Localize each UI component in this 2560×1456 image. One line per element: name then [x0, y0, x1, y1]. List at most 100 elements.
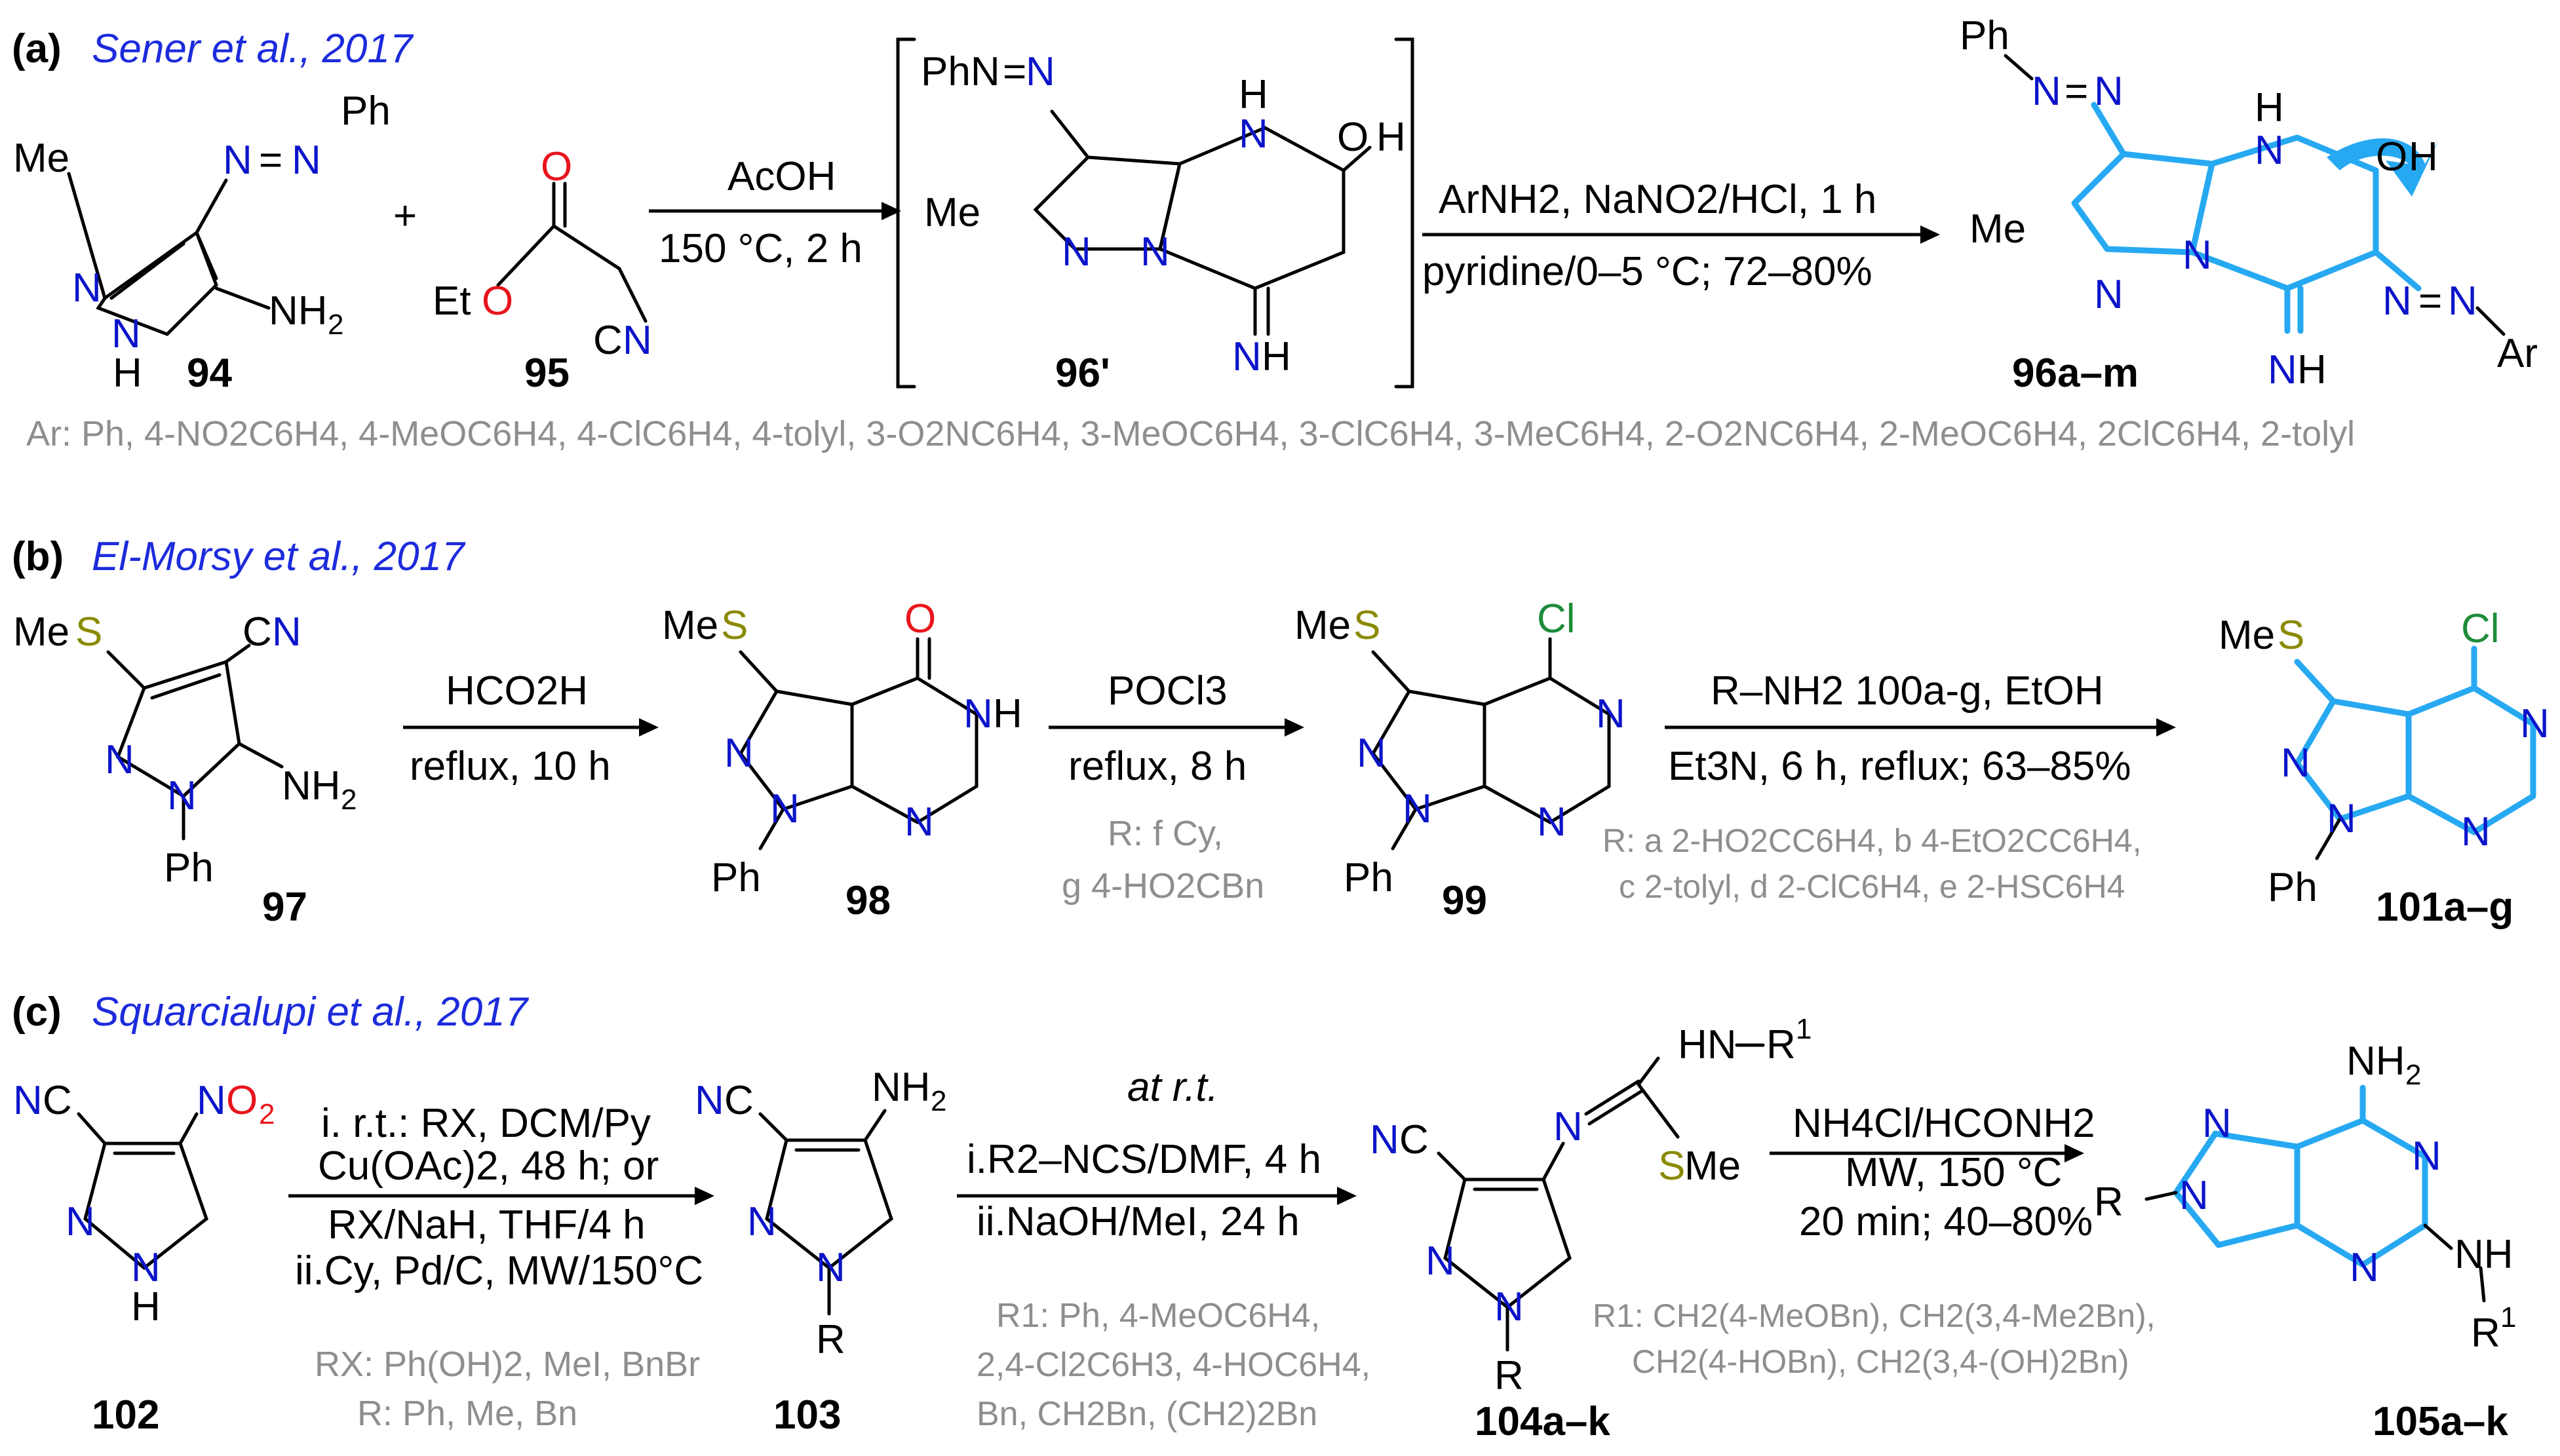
cond-b2-bottom: reflux, 8 h: [1068, 744, 1247, 789]
cond-b1-top: HCO2H: [446, 668, 588, 714]
svg-text:R: R: [1494, 1353, 1524, 1398]
svg-text:N: N: [111, 311, 141, 356]
compound-105ak-label: 105a–k: [2373, 1399, 2508, 1444]
cond-c1-line1: i. r.t.: RX, DCM/Py: [321, 1101, 651, 1146]
svg-text:H: H: [2409, 134, 2438, 180]
compound-102-structure: N C N O 2 N N H: [13, 1078, 275, 1330]
svg-text:Cl: Cl: [1537, 596, 1576, 642]
svg-text:N: N: [131, 1245, 161, 1290]
svg-text:N: N: [1026, 49, 1055, 94]
svg-text:NH: NH: [2346, 1039, 2405, 1084]
compound-98-structure: Me S O N H N N N Ph: [662, 596, 1022, 900]
compound-104ak-label: 104a–k: [1475, 1399, 1610, 1444]
svg-text:Me: Me: [1969, 206, 2026, 252]
svg-text:N: N: [695, 1078, 724, 1123]
svg-text:2: 2: [931, 1085, 946, 1117]
svg-text:N: N: [1357, 731, 1386, 776]
panel-a-label: (a): [12, 26, 62, 71]
svg-text:N: N: [66, 1199, 95, 1244]
svg-text:R: R: [2094, 1179, 2124, 1225]
svg-text:N: N: [105, 737, 134, 782]
cond-c1-line3: RX/NaH, THF/4 h: [328, 1202, 646, 1248]
svg-text:N: N: [2327, 796, 2356, 841]
compound-103-label: 103: [773, 1392, 841, 1438]
cond-a2-bottom: pyridine/0–5 °C; 72–80%: [1422, 249, 1872, 294]
cond-a1-top: AcOH: [727, 154, 836, 199]
panel-c-r1-line1: R1: Ph, 4-MeOC6H4,: [996, 1297, 1320, 1335]
svg-text:Ph: Ph: [711, 855, 761, 900]
panel-a-substituents: Ar: Ph, 4-NO2C6H4, 4-MeOC6H4, 4-ClC6H4, …: [26, 414, 2355, 453]
panel-a: (a) Sener et al., 2017 Me N = N Ph N N H…: [12, 13, 2538, 453]
panel-c-citation: Squarcialupi et al., 2017: [92, 989, 530, 1035]
svg-text:Ph: Ph: [164, 845, 214, 891]
svg-text:+: +: [393, 193, 417, 239]
svg-text:N: N: [2382, 278, 2412, 324]
cond-a1-bottom: 150 °C, 2 h: [659, 226, 863, 271]
svg-text:R: R: [816, 1317, 845, 1362]
svg-text:H: H: [1239, 72, 1268, 117]
svg-text:2: 2: [259, 1098, 275, 1130]
svg-text:=: =: [2418, 278, 2442, 324]
svg-text:O: O: [904, 596, 936, 642]
bracket-right: [1394, 37, 1414, 389]
compound-101ag-structure: Me S Cl N N N N Ph: [2219, 606, 2550, 910]
svg-text:N: N: [2094, 69, 2124, 114]
svg-text:NH: NH: [872, 1065, 931, 1110]
panel-b-subst2-line2: c 2-tolyl, d 2-ClC6H4, e 2-HSC6H4: [1619, 868, 2125, 905]
cond-c2-top: i.R2–NCS/DMF, 4 h: [967, 1137, 1321, 1182]
svg-text:2: 2: [341, 784, 357, 816]
svg-text:N: N: [2461, 809, 2491, 854]
svg-text:C: C: [242, 609, 272, 655]
svg-text:Me: Me: [1294, 603, 1351, 648]
svg-text:N: N: [2182, 233, 2212, 278]
svg-text:H: H: [1376, 115, 1406, 160]
svg-text:N: N: [1140, 229, 1170, 275]
svg-text:R: R: [1766, 1022, 1796, 1067]
cond-c3-line1: NH4Cl/HCONH2: [1793, 1101, 2095, 1146]
panel-b-subst1-line2: g 4-HO2CBn: [1062, 866, 1264, 906]
svg-text:H: H: [113, 351, 142, 396]
cond-b2-top: POCl3: [1108, 668, 1228, 714]
panel-c-r1b-line2: CH2(4-HOBn), CH2(3,4-(OH)2Bn): [1632, 1343, 2129, 1380]
panel-c-r1-line3: Bn, CH2Bn, (CH2)2Bn: [977, 1395, 1317, 1433]
svg-text:N: N: [747, 1199, 777, 1244]
panel-b-label: (b): [12, 534, 64, 579]
svg-text:S: S: [2278, 613, 2304, 658]
bracket-left: [896, 37, 916, 389]
svg-text:N: N: [623, 318, 652, 363]
svg-text:Me: Me: [13, 136, 69, 181]
svg-text:C: C: [1399, 1117, 1429, 1162]
cond-c3-line3: 20 min; 40–80%: [1799, 1199, 2093, 1244]
svg-text:N: N: [770, 786, 800, 832]
svg-text:NH: NH: [282, 763, 341, 809]
svg-text:N: N: [1425, 1238, 1455, 1284]
cond-c1-line4: ii.Cy, Pd/C, MW/150°C: [295, 1248, 703, 1293]
svg-text:NH: NH: [2454, 1232, 2513, 1277]
svg-text:N: N: [1370, 1117, 1399, 1162]
svg-text:Me: Me: [13, 609, 69, 655]
panel-c-rx-line2: R: Ph, Me, Bn: [357, 1394, 577, 1433]
svg-text:Me: Me: [1684, 1143, 1741, 1189]
svg-text:N: N: [2094, 272, 2124, 317]
svg-text:N: N: [223, 138, 252, 183]
compound-96am-structure: Ph N = N N H O H Me N N N = N Ar N H: [1960, 13, 2538, 393]
svg-text:C: C: [724, 1078, 754, 1123]
svg-text:N: N: [2202, 1101, 2232, 1146]
cond-b3-top: R–NH2 100a-g, EtOH: [1711, 668, 2104, 714]
panel-c-r1b-line1: R1: CH2(4-MeOBn), CH2(3,4-Me2Bn),: [1593, 1297, 2156, 1334]
compound-97-label: 97: [262, 885, 307, 930]
svg-text:HN: HN: [1678, 1022, 1737, 1067]
svg-text:Ph: Ph: [1960, 13, 2009, 58]
panel-c-label: (c): [12, 989, 62, 1035]
svg-text:H: H: [1262, 334, 1291, 379]
svg-text:N: N: [2448, 278, 2477, 324]
cond-b1-bottom: reflux, 10 h: [410, 744, 611, 789]
compound-96p-structure: PhN = N N H O H Me N N N H: [921, 49, 1406, 379]
svg-text:N: N: [2268, 347, 2297, 393]
svg-text:1: 1: [1796, 1013, 1812, 1045]
svg-text:O: O: [226, 1078, 258, 1123]
svg-text:S: S: [1658, 1143, 1685, 1189]
svg-text:N: N: [2032, 69, 2061, 114]
svg-text:H: H: [2297, 347, 2327, 393]
svg-text:H: H: [131, 1284, 161, 1330]
